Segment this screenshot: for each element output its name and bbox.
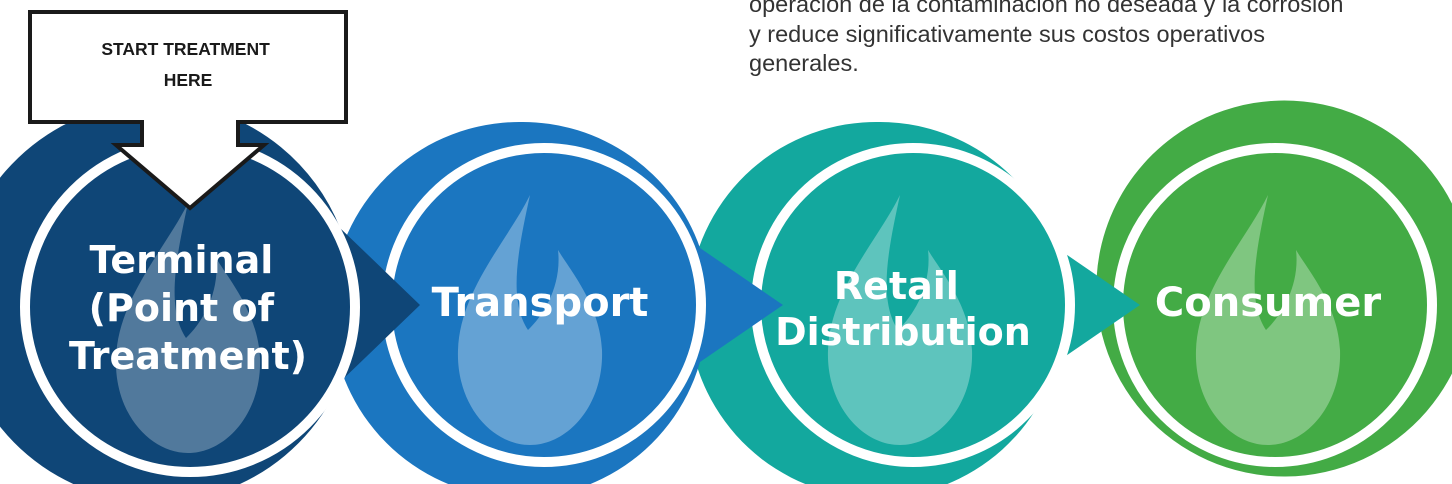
- stage-label: Terminal (Point of Treatment): [69, 238, 307, 378]
- stage-label: Transport: [432, 280, 649, 326]
- description-paragraph: operación de la contaminación no deseada…: [749, 0, 1439, 79]
- paragraph-line: generales.: [749, 50, 859, 76]
- down-arrow-callout-icon: START TREATMENT HERE: [28, 10, 348, 211]
- stage-consumer: Consumer: [1096, 100, 1452, 477]
- callout-text: START TREATMENT HERE: [101, 39, 274, 90]
- stage-label: Retail Distribution: [775, 264, 1031, 354]
- stage-shape: [688, 121, 1140, 484]
- stage-shape: [1096, 100, 1452, 477]
- paragraph-line: operación de la contaminación no deseada…: [749, 0, 1344, 17]
- callout-shape: [28, 10, 348, 211]
- stage-label: Consumer: [1155, 280, 1381, 326]
- stage-terminal: Terminal (Point of Treatment): [0, 102, 420, 484]
- paragraph-line: y reduce significativamente sus costos o…: [749, 20, 1265, 47]
